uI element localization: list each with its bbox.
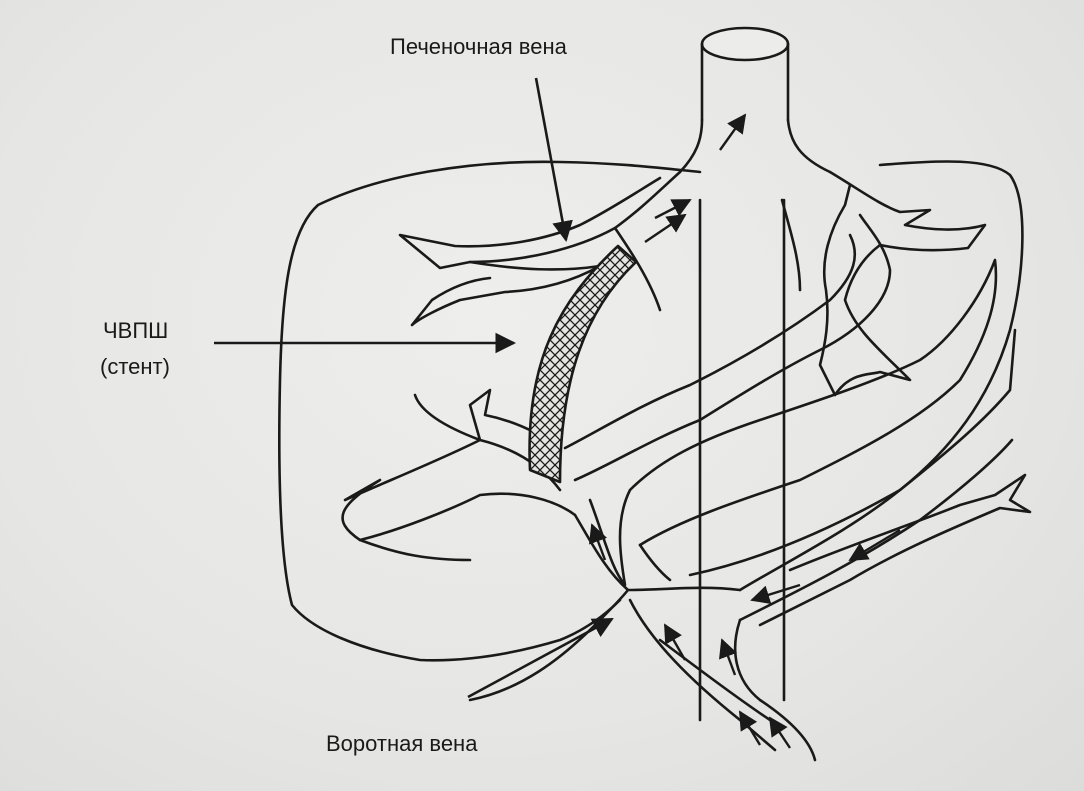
liver-outline (278, 160, 1024, 662)
ivc-top (700, 26, 790, 62)
mesenteric-vein (758, 473, 1032, 627)
tips-stent (528, 244, 638, 484)
portal-vein-label: Воротная вена (326, 731, 478, 756)
hepatic-vein-label: Печеночная вена (390, 34, 567, 59)
portal-vein-trunk (468, 588, 777, 752)
tips-label: ЧВПШ (103, 318, 169, 343)
flow-arrows (589, 113, 901, 749)
hepatic-vein-right (818, 170, 987, 397)
hepatic-vein-pointer (534, 77, 573, 243)
portal-vein-pointer (467, 617, 614, 699)
hepatic-vein-left (398, 170, 682, 270)
ivc-walls (700, 42, 790, 122)
leader-arrows (214, 77, 614, 699)
tips-stent-label: (стент) (100, 354, 170, 379)
ivc-lower (698, 198, 786, 722)
